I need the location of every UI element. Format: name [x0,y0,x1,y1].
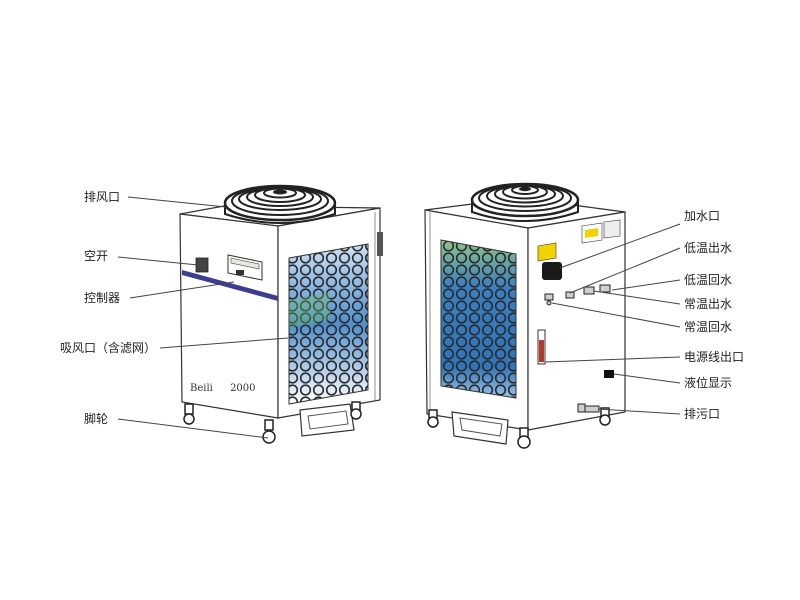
label-water-inlet: 加水口 [684,209,721,223]
label-low-temp-outlet: 低温出水 [684,241,733,255]
label-normal-temp-outlet: 常温出水 [684,297,733,311]
leader-lines [117,196,681,439]
right-unit [424,182,626,449]
right-casters [427,407,611,449]
label-level-indicator: 液位显示 [684,376,733,390]
label-casters: 脚轮 [84,412,109,426]
label-air-intake: 吸风口（含滤网） [60,341,157,355]
unit-model: 2000 [230,383,256,394]
water-inlet [542,262,562,280]
label-exhaust-vent: 排风口 [84,190,121,204]
label-controller: 控制器 [84,291,121,305]
stripe [182,270,278,301]
left-unit [179,184,383,444]
label-low-temp-return: 低温回水 [684,273,733,287]
label-air-switch: 空开 [84,249,109,263]
right-unit-front [527,211,626,431]
casters [183,401,362,444]
unit-brand: Beili [190,383,213,394]
left-fan [223,184,337,224]
right-fan [470,182,580,222]
power-cable-outlet [604,370,614,378]
water-fittings [544,284,611,306]
label-normal-temp-return: 常温回水 [684,320,733,334]
unit-brand-logo: Beili 2000 [190,383,256,394]
label-power-cable-outlet: 电源线出口 [684,350,745,364]
label-drain-outlet: 排污口 [684,407,721,421]
